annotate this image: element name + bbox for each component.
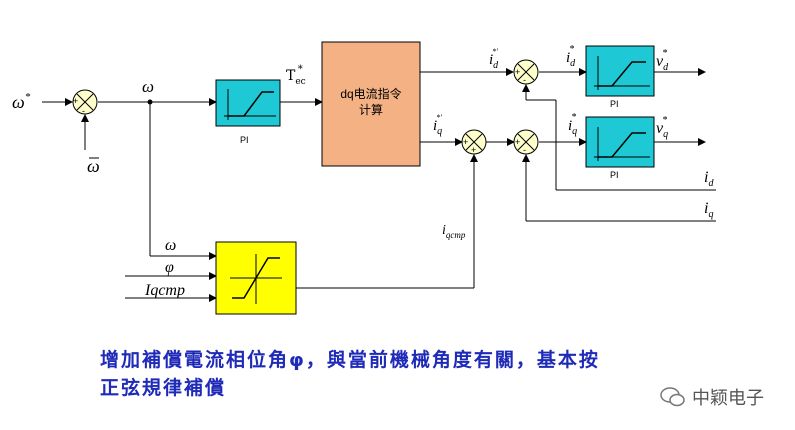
id-ref-prime-label: id*'	[489, 47, 499, 71]
svg-text:计算: 计算	[359, 102, 383, 117]
svg-text:dq电流指令: dq电流指令	[340, 86, 401, 101]
sum-junction-iq: + -	[513, 129, 539, 155]
pi-q-block: PI	[585, 116, 655, 180]
compensation-block	[215, 241, 297, 315]
pi-d-block: PI	[585, 45, 655, 109]
dq-current-command-block: dq电流指令 计算	[321, 41, 421, 167]
iq-ref-prime-label: iq*'	[433, 113, 442, 137]
pi-speed-label: PI	[240, 135, 249, 145]
caption-line-2: 正弦規律補償	[100, 377, 227, 399]
svg-text:-: -	[523, 145, 526, 155]
sum-junction-compensation: + +	[461, 129, 487, 155]
iqcmp-label: iqcmp	[442, 223, 466, 240]
svg-text:+: +	[73, 96, 78, 106]
sum-junction-speed: + -	[72, 89, 98, 116]
branch-node	[147, 99, 153, 105]
comp-input-omega-label: ω	[165, 237, 176, 254]
comp-input-phi-label: φ	[165, 259, 174, 276]
id-feedback-label: id	[704, 169, 714, 189]
sum-junction-id: + -	[513, 59, 539, 85]
svg-text:+: +	[463, 137, 468, 147]
tec-label: Tec*	[286, 64, 306, 87]
omega-feedback-label: ω	[87, 156, 100, 176]
svg-text:-: -	[523, 75, 526, 85]
omega-ref-label: ω*	[12, 91, 31, 112]
svg-text:+: +	[515, 137, 520, 147]
vd-ref-label: vd*	[656, 48, 669, 73]
svg-text:PI: PI	[610, 170, 619, 180]
id-ref-label: id*	[566, 44, 576, 69]
vq-ref-label: vq*	[656, 115, 668, 140]
signal-labels: ω* ω ω Tec* id*' iq*' id* iq* vd* vq* id…	[12, 44, 714, 299]
wechat-icon	[660, 387, 685, 407]
watermark-text: 中颖电子	[692, 388, 764, 409]
pi-speed-block: PI	[215, 79, 281, 145]
iq-ref-label: iq*	[568, 112, 577, 137]
svg-text:PI: PI	[610, 99, 619, 109]
signal-wires	[42, 68, 716, 302]
svg-text:-: -	[82, 106, 85, 116]
iq-feedback-label: iq	[704, 200, 713, 220]
caption: 增加補償電流相位角φ，與當前機械角度有關，基本按 正弦規律補償	[100, 346, 700, 402]
comp-input-iqcmp-label: Iqcmp	[144, 282, 185, 299]
caption-line-1: 增加補償電流相位角φ，與當前機械角度有關，基本按	[100, 349, 600, 371]
svg-text:+: +	[515, 67, 520, 77]
watermark: 中颖电子	[660, 384, 764, 410]
svg-text:+: +	[471, 145, 476, 155]
omega-label: ω	[142, 77, 154, 96]
